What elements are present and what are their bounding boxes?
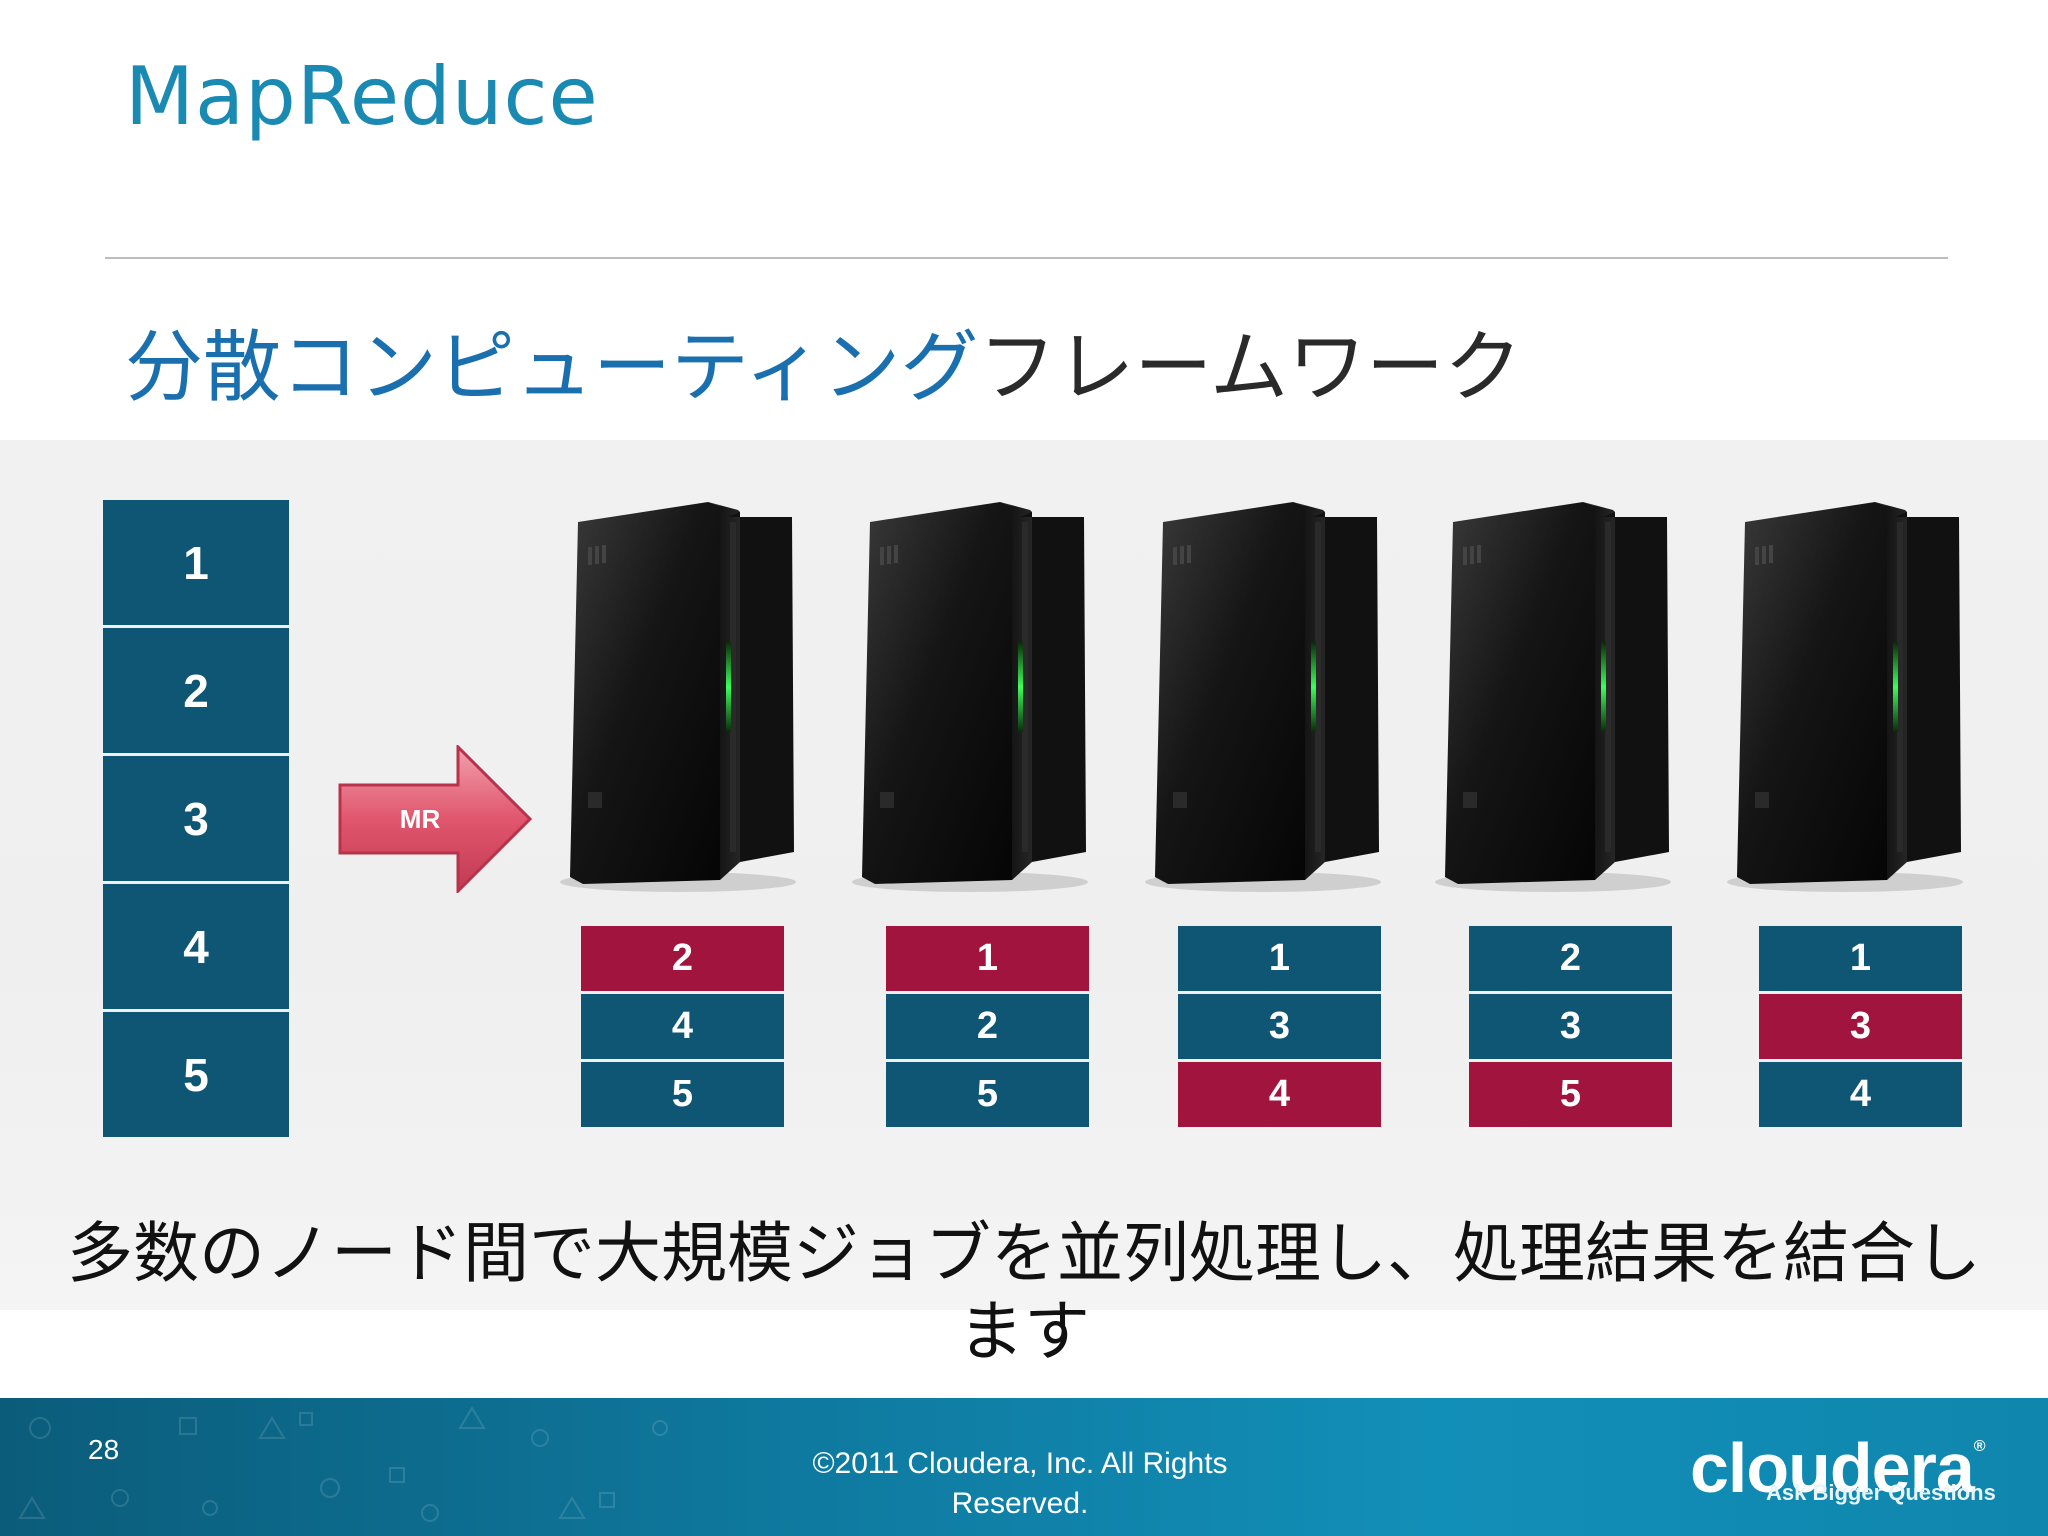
copyright-line: Reserved. — [951, 1487, 1089, 1520]
subtitle-dark-part: フレームワーク — [978, 323, 1522, 413]
node-block-group: 2 3 5 — [1469, 926, 1672, 1130]
node-block: 4 — [1178, 1062, 1381, 1127]
node-block: 1 — [1759, 926, 1962, 991]
registered-mark: ® — [1973, 1438, 1986, 1455]
copyright-line: ©2011 Cloudera, Inc. All Rights — [812, 1447, 1228, 1480]
node-block: 3 — [1178, 994, 1381, 1059]
copyright-text: ©2011 Cloudera, Inc. All Rights Reserved… — [770, 1444, 1270, 1524]
logo-tagline: Ask Bigger Questions — [1766, 1480, 1996, 1505]
node-block: 1 — [886, 926, 1089, 991]
node-block: 3 — [1759, 994, 1962, 1059]
node-block: 4 — [581, 994, 784, 1059]
input-block: 4 — [103, 884, 289, 1009]
slide-caption: 多数のノード間で大規模ジョブを並列処理し、処理結果を結合し ます — [0, 1215, 2048, 1371]
mr-arrow-icon — [338, 745, 532, 893]
page-number: 28 — [88, 1434, 120, 1465]
server-icon — [1433, 492, 1673, 892]
server-icon — [850, 492, 1090, 892]
server-icon — [1725, 492, 1965, 892]
node-block-group: 1 2 5 — [886, 926, 1089, 1130]
input-block: 5 — [103, 1012, 289, 1137]
slide-footer: 28 ©2011 Cloudera, Inc. All Rights Reser… — [0, 1398, 2048, 1536]
input-block: 3 — [103, 756, 289, 881]
node-block-group: 2 4 5 — [581, 926, 784, 1130]
node-block: 5 — [1469, 1062, 1672, 1127]
input-data-stack: 1 2 3 4 5 — [103, 500, 289, 1140]
slide-subtitle: 分散コンピューティングフレームワーク — [125, 305, 1522, 417]
node-block: 2 — [581, 926, 784, 991]
input-block: 1 — [103, 500, 289, 625]
slide-title: MapReduce — [125, 50, 599, 143]
slide-header-area — [0, 0, 2048, 440]
caption-line: 多数のノード間で大規模ジョブを並列処理し、処理結果を結合し — [67, 1215, 1981, 1292]
node-block-group: 1 3 4 — [1759, 926, 1962, 1130]
node-block: 5 — [886, 1062, 1089, 1127]
caption-line: ます — [958, 1293, 1090, 1370]
logo-text: cloudera — [1690, 1429, 1975, 1507]
server-icon — [558, 492, 798, 892]
node-block: 5 — [581, 1062, 784, 1127]
footer-pattern — [18, 1406, 668, 1522]
node-block: 2 — [1469, 926, 1672, 991]
server-icon — [1143, 492, 1383, 892]
input-block: 2 — [103, 628, 289, 753]
node-block: 2 — [886, 994, 1089, 1059]
subtitle-blue-part: 分散コンピューティング — [125, 323, 979, 413]
mr-arrow-label: MR — [399, 804, 441, 834]
node-block: 3 — [1469, 994, 1672, 1059]
node-block-group: 1 3 4 — [1178, 926, 1381, 1130]
node-block: 1 — [1178, 926, 1381, 991]
node-block: 4 — [1759, 1062, 1962, 1127]
title-divider — [105, 257, 1948, 259]
cloudera-logo: cloudera® — [1690, 1428, 1986, 1508]
